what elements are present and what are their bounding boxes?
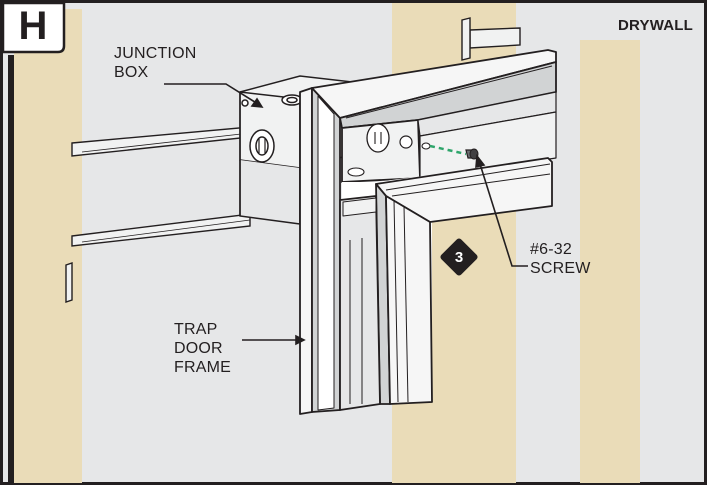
step-letter: H [18,3,48,48]
stud-right [580,40,640,483]
step-number: 3 [454,248,464,266]
trap-door-frame-label-line-3: FRAME [174,359,231,376]
leader-lines [164,83,528,346]
screw-label: #6-32 SCREW [530,240,591,278]
left-edge [8,55,14,485]
junction-box-label-line-1: JUNCTION [114,45,197,62]
trap-door-frame-label-line-1: TRAP [174,321,218,338]
screw-label-line-2: SCREW [530,260,591,277]
step-letter-box [1,1,66,54]
junction-box-label: JUNCTION BOX [114,44,196,82]
trap-door-lid [339,157,553,411]
drywall-top [60,3,392,9]
screw [429,144,479,160]
trap-door-frame-label: TRAP DOOR FRAME [174,320,231,377]
screw-path [429,144,467,156]
screw-label-line-1: #6-32 [530,241,572,258]
step-number-diamond [440,238,478,276]
drywall-label: DRYWALL [617,17,693,34]
trap-door-frame [299,49,557,415]
junction-box-label-line-2: BOX [114,64,149,81]
stud-left [14,3,82,483]
trap-door-frame-label-line-2: DOOR [174,340,223,357]
